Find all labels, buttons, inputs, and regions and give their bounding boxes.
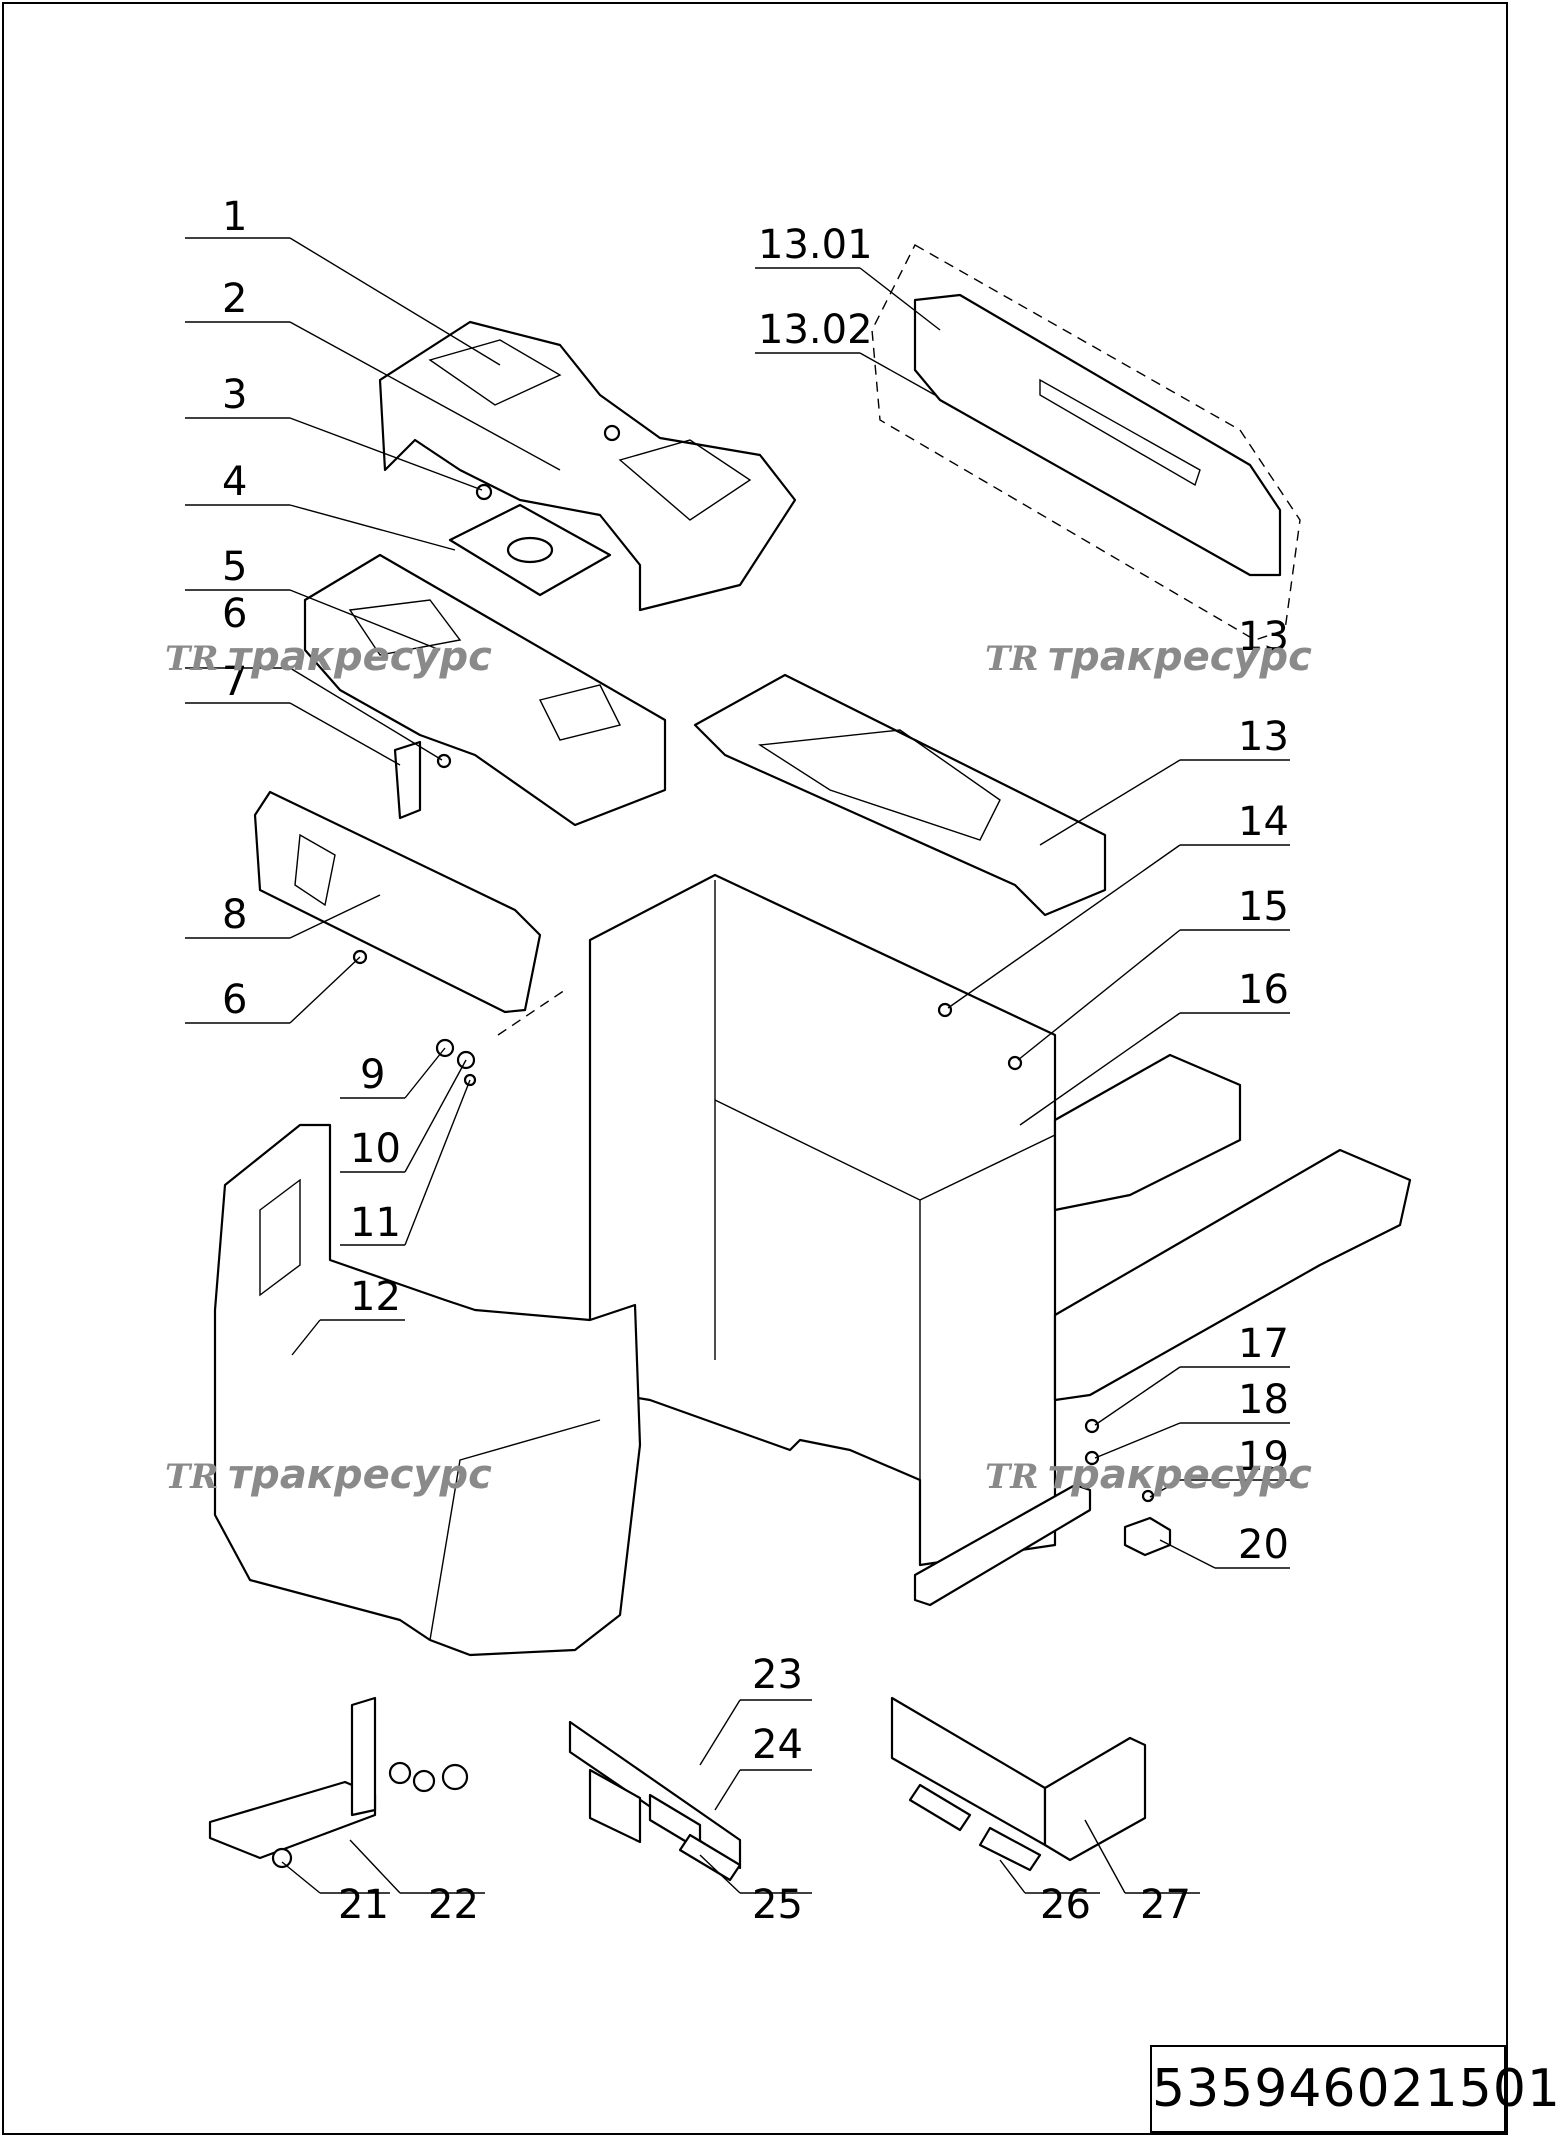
callout: 1 [222,194,247,240]
watermark-text: тракресурс [1048,634,1312,680]
terminal-board-21-22 [208,1696,469,1869]
callout: 12 [350,1274,401,1320]
callout: 18 [1238,1377,1289,1423]
callout: 16 [1238,967,1289,1013]
callout: 11 [350,1200,401,1246]
callout: 8 [222,892,247,938]
watermarks: TR тракресурс TR тракресурс TR тракресур… [165,634,1312,1498]
watermark-logo: TR [985,1457,1039,1497]
watermark: TR тракресурс [985,1452,1312,1498]
watermark-logo: TR [165,639,219,679]
part-number: 535946021501 [1152,2059,1561,2119]
lower-rail [913,1483,1092,1607]
callout: 5 [222,544,247,590]
callout: 21 [338,1882,389,1928]
callout: 15 [1238,884,1289,930]
watermark-logo: TR [985,639,1039,679]
callout: 10 [350,1126,401,1172]
callout: 6 [222,591,247,637]
watermark: TR тракресурс [165,634,492,680]
callout: 13.02 [758,307,873,353]
callout: 24 [752,1722,803,1768]
side-panel [253,790,542,1014]
chassis-frame [588,873,1057,1567]
part-number-box: 535946021501 [1150,2045,1561,2133]
top-cover [378,320,797,612]
callout: 14 [1238,799,1289,845]
callout: 6 [222,977,247,1023]
rear-panel-assembly [871,244,1301,641]
callout: 19 [1238,1434,1289,1480]
sheet-border [2,2,1508,2135]
callout: 3 [222,372,247,418]
watermark: TR тракресурс [985,634,1312,680]
callout: 20 [1238,1522,1289,1568]
watermark-text: тракресурс [228,1452,492,1498]
leader-lines [185,237,1290,1894]
block-20 [1123,1516,1172,1557]
callout: 13 [1238,614,1289,660]
front-housing [213,1123,642,1657]
exploded-parts-diagram: 1 2 3 4 5 6 7 8 6 9 10 11 12 13.01 13.02… [2,2,1508,2135]
terminal-board-23-25 [568,1720,742,1882]
watermark-text: тракресурс [228,634,492,680]
callout: 25 [752,1882,803,1928]
callout: 4 [222,459,247,505]
callout: 22 [428,1882,479,1928]
watermark: TR тракресурс [165,1452,492,1498]
forks [1053,1053,1412,1402]
watermark-text: тракресурс [1048,1452,1312,1498]
callout: 26 [1040,1882,1091,1928]
callout: 17 [1238,1321,1289,1367]
callout: 23 [752,1652,803,1698]
callout: 13.01 [758,222,873,268]
terminal-bracket-26-27 [890,1696,1147,1872]
console-plate [448,503,612,597]
battery-cover [693,673,1107,917]
bracket-7 [393,740,422,820]
callout: 7 [222,659,247,705]
watermark-logo: TR [165,1457,219,1497]
upper-frame [303,553,667,827]
callouts: 1 2 3 4 5 6 7 8 6 9 10 11 12 13.01 13.02… [222,194,1289,1928]
callout: 27 [1140,1882,1191,1928]
callout: 13 [1238,714,1289,760]
callout: 9 [360,1052,385,1098]
callout: 2 [222,276,247,322]
